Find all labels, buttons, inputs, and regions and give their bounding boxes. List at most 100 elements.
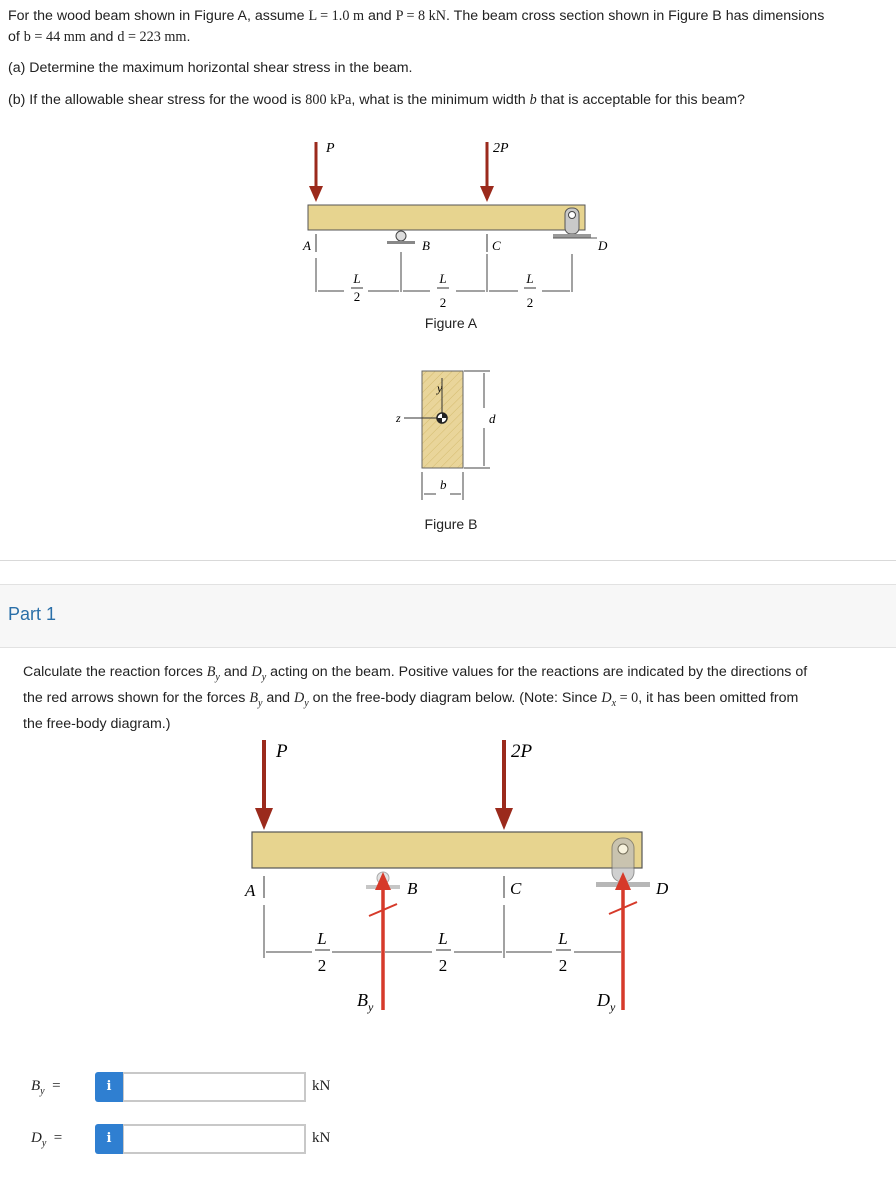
by-answer-input[interactable]: [123, 1072, 306, 1102]
problem-line-1: For the wood beam shown in Figure A, ass…: [8, 6, 888, 48]
answer-row-by: By = i kN: [0, 1070, 896, 1104]
problem-text: and: [364, 8, 396, 24]
fbd-load-label-p: P: [275, 741, 288, 762]
span-cd-num: L: [525, 271, 533, 286]
figure-a-and-b: P 2P A B C D: [302, 141, 608, 532]
span-bc-den: 2: [440, 295, 447, 310]
problem-statement: For the wood beam shown in Figure A, ass…: [8, 6, 888, 111]
instruction-text: Calculate the reaction forces: [23, 664, 207, 680]
reaction-arrow-by: [368, 872, 398, 1010]
var-d: D: [251, 664, 262, 680]
instruction-text: the red arrows shown for the forces: [23, 689, 250, 706]
problem-part-a: (a) Determine the maximum horizontal she…: [8, 60, 413, 76]
problem-part-b: (b) If the allowable shear stress for th…: [8, 90, 888, 111]
info-button[interactable]: i: [95, 1124, 123, 1154]
load-value: P = 8 kN: [395, 8, 447, 24]
point-label-c: C: [492, 238, 501, 253]
var-b-sub: y: [215, 671, 220, 683]
length-value: L = 1.0 m: [308, 8, 365, 24]
info-button[interactable]: i: [95, 1072, 123, 1102]
point-label-d: D: [597, 238, 608, 253]
fbd-span-ab-den: 2: [318, 956, 327, 975]
answer-var-sub: y: [41, 1138, 47, 1149]
fbd-beam: [251, 831, 643, 869]
fbd-span-bc-den: 2: [439, 956, 448, 975]
var-b-sub: y: [258, 697, 263, 709]
depth-label-d: d: [489, 411, 496, 426]
span-ab-num: L: [352, 271, 360, 286]
problem-text: of: [8, 29, 24, 45]
var-d: D: [294, 689, 305, 706]
fbd-point-a: A: [244, 881, 256, 900]
answer-var: D: [31, 1130, 42, 1146]
var-d-sub: y: [304, 697, 309, 709]
problem-text: that is acceptable for this beam?: [536, 92, 745, 108]
point-label-a: A: [302, 238, 311, 253]
fbd-load-arrow-2p: [495, 740, 513, 830]
point-label-b: B: [422, 238, 430, 253]
var-dx-sub: x: [611, 697, 617, 709]
reaction-arrow-dy: [608, 872, 638, 1010]
var-dx: D: [601, 689, 612, 706]
load-arrow-p: [309, 142, 323, 202]
answer-var-sub: y: [40, 1086, 45, 1097]
fbd-point-b: B: [407, 879, 418, 898]
dimension-lines: [315, 252, 573, 292]
equals-sign: =: [53, 1130, 63, 1146]
axis-y-label: y: [436, 381, 443, 395]
beam: [307, 204, 586, 231]
answer-label-by: By =: [31, 1078, 61, 1097]
allowable-stress-value: 800 kPa: [305, 92, 352, 108]
roller-support-b: [387, 230, 415, 244]
width-value: b = 44 mm: [23, 29, 86, 45]
problem-text: , what is the minimum width: [351, 92, 530, 108]
load-arrow-2p: [480, 142, 494, 202]
var-b: B: [206, 664, 216, 680]
var-d-sub: y: [261, 671, 267, 683]
instruction-text: the free-body diagram.): [23, 715, 171, 732]
fbd-load-label-2p: 2P: [511, 741, 533, 762]
pin-support-d: [553, 207, 597, 239]
problem-text: For the wood beam shown in Figure A, ass…: [8, 8, 309, 24]
part-instructions: Calculate the reaction forces By and Dy …: [23, 662, 883, 735]
fbd-point-c: C: [510, 879, 522, 898]
instruction-text: acting on the beam. Positive values for …: [266, 664, 808, 680]
unit-label: kN: [312, 1130, 331, 1146]
dx-equation: = 0: [616, 689, 639, 706]
fbd-dy-label: Dy: [596, 990, 616, 1014]
part-header: Part 1: [0, 584, 896, 648]
unit-label: kN: [312, 1078, 331, 1094]
answer-label-dy: Dy =: [31, 1130, 62, 1149]
part-title: Part 1: [8, 604, 57, 624]
fbd-point-d: D: [655, 879, 669, 898]
free-body-diagram: P 2P A B C D By Dy: [244, 740, 669, 1014]
fbd-load-arrow-p: [255, 740, 273, 830]
problem-text: . The beam cross section shown in Figure…: [446, 8, 825, 24]
fbd-span-cd-num: L: [557, 929, 567, 948]
width-label-b: b: [440, 477, 447, 492]
problem-text: and: [85, 29, 118, 45]
fbd-span-cd-den: 2: [559, 956, 568, 975]
answer-var: B: [31, 1078, 41, 1094]
figure-a-caption: Figure A: [425, 315, 478, 331]
dy-answer-input[interactable]: [123, 1124, 306, 1154]
section-divider: [0, 560, 896, 561]
depth-value: d = 223 mm: [117, 29, 187, 45]
fbd-dimension-lines: [263, 905, 621, 958]
var-b: B: [249, 689, 258, 706]
fbd-by-label: By: [357, 990, 374, 1014]
load-label-p: P: [325, 141, 335, 156]
width-variable: b: [529, 92, 537, 108]
figure-b: y z d b Figure B: [395, 370, 496, 532]
equals-sign: =: [52, 1078, 61, 1094]
span-bc-num: L: [438, 271, 446, 286]
figure-b-caption: Figure B: [425, 516, 478, 532]
instruction-text: , it has been omitted from: [638, 689, 799, 706]
figure-a: P 2P A B C D: [302, 141, 608, 331]
axis-z-label: z: [395, 411, 401, 425]
problem-text: .: [186, 29, 191, 45]
fbd-span-bc-num: L: [437, 929, 447, 948]
span-cd-den: 2: [527, 295, 534, 310]
fbd-span-ab-num: L: [316, 929, 326, 948]
span-ab-den: 2: [354, 289, 361, 304]
